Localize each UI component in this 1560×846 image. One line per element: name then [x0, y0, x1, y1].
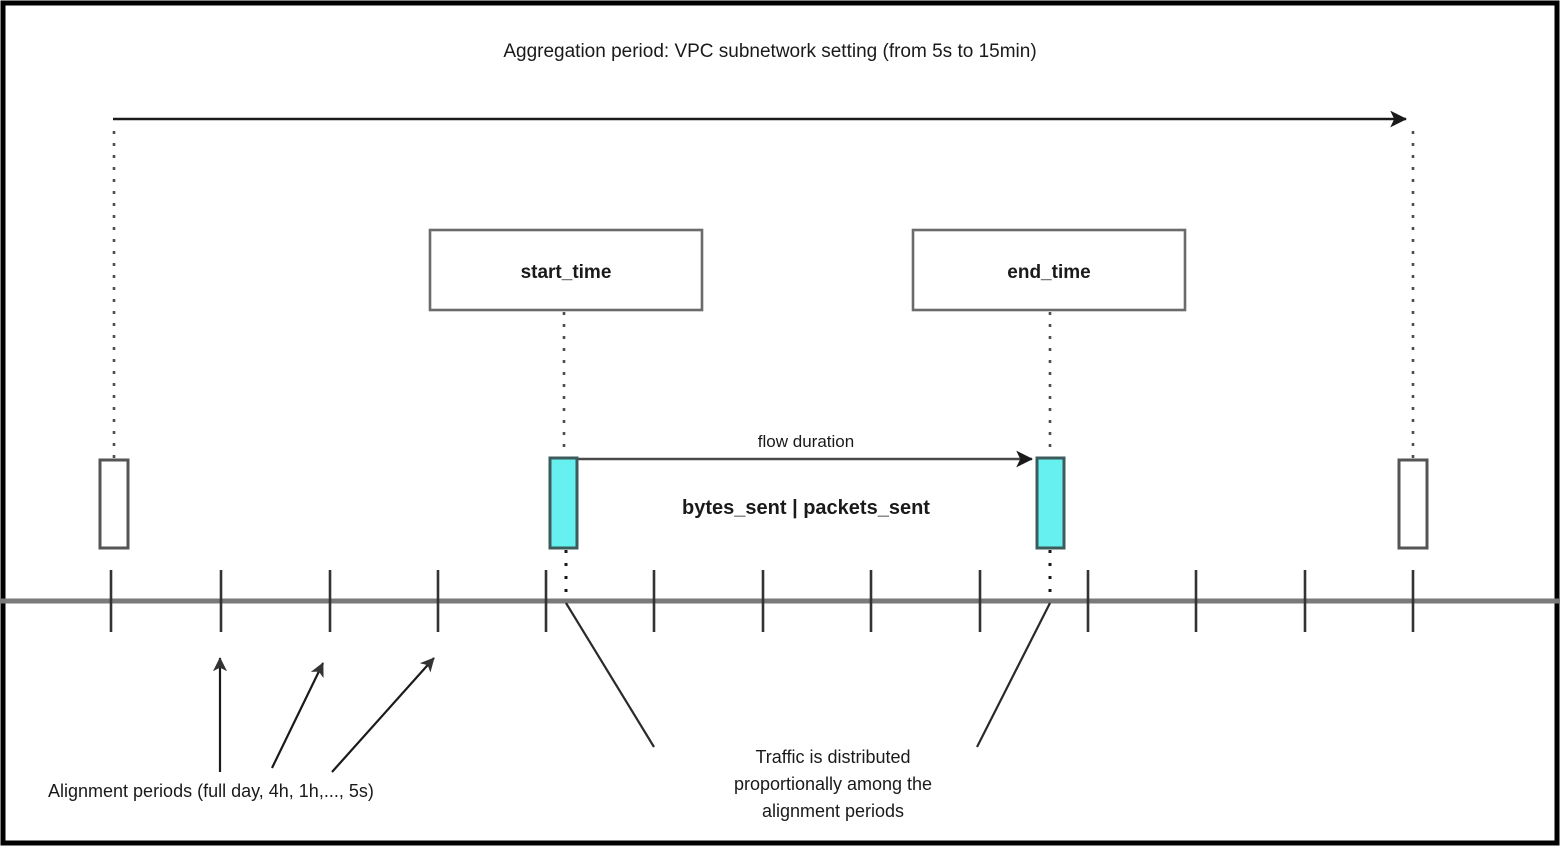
page-title: Aggregation period: VPC subnetwork setti… [503, 41, 1036, 62]
start-time-box-label: start_time [521, 262, 612, 283]
distribution-note-line-3: alignment periods [762, 801, 904, 821]
end-time-box-rect [911, 228, 1187, 312]
alignment-periods-label: Alignment periods (full day, 4h, 1h,...,… [48, 781, 374, 801]
flow-duration-label: flow duration [758, 432, 854, 451]
distribution-note-line-2: proportionally among the [734, 774, 932, 794]
timeline-ticks [109, 570, 1415, 632]
start-time-box-rect [428, 228, 704, 312]
distribution-note-line-1: Traffic is distributed [755, 747, 910, 767]
end-time-box-label: end_time [1007, 262, 1090, 283]
start-flow-bar [548, 456, 579, 550]
alignment-arrow-3 [331, 657, 435, 773]
right-aggregation-bar [1397, 458, 1429, 550]
metrics-label: bytes_sent | packets_sent [682, 497, 930, 519]
start-time-box: start_time [428, 228, 704, 312]
end-time-box: end_time [911, 228, 1187, 312]
distribution-leader-right [976, 602, 1051, 748]
left-aggregation-bar [98, 458, 130, 550]
end-flow-bar [1035, 456, 1066, 550]
distribution-leader-left [565, 602, 655, 748]
alignment-arrow-2 [271, 662, 324, 769]
alignment-period-arrows [212, 657, 435, 773]
